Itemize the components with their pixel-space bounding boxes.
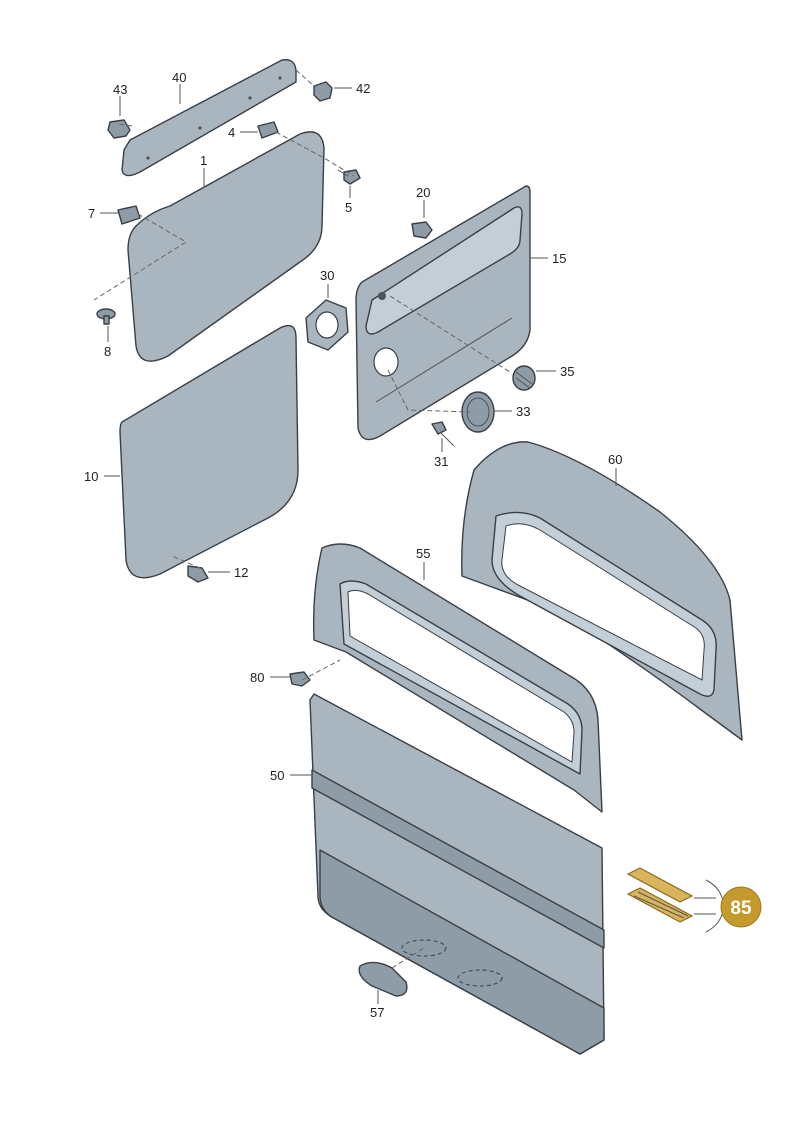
callout-30: 30 <box>320 268 334 283</box>
part-85-filter-set[interactable] <box>626 867 694 923</box>
part-80-clip[interactable] <box>289 671 311 687</box>
callout-42: 42 <box>356 81 370 96</box>
part-10-lower-panel[interactable] <box>119 324 299 579</box>
part-4-clip[interactable] <box>257 121 279 139</box>
part-57-grille[interactable] <box>358 961 408 997</box>
callout-57: 57 <box>370 1005 384 1020</box>
part-33-speaker-grille[interactable] <box>461 391 495 433</box>
callout-15: 15 <box>552 251 566 266</box>
part-15-door-trim[interactable] <box>355 185 531 441</box>
callout-labels: 43 40 42 4 1 5 7 20 15 30 8 35 33 31 10 … <box>84 70 622 1020</box>
callout-80: 80 <box>250 670 264 685</box>
callout-4: 4 <box>228 125 235 140</box>
callout-55: 55 <box>416 546 430 561</box>
callout-10: 10 <box>84 469 98 484</box>
callout-12: 12 <box>234 565 248 580</box>
callout-33: 33 <box>516 404 530 419</box>
callout-20: 20 <box>416 185 430 200</box>
part-20-clip[interactable] <box>411 221 433 239</box>
callout-8: 8 <box>104 344 111 359</box>
part-7-clip[interactable] <box>117 205 141 225</box>
callout-85-badge[interactable]: 85 <box>720 886 762 928</box>
part-42-clip[interactable] <box>313 81 333 102</box>
part-5-screw[interactable] <box>337 169 361 185</box>
callout-40: 40 <box>172 70 186 85</box>
callout-31: 31 <box>434 454 448 469</box>
part-8-pin[interactable] <box>96 308 116 325</box>
part-35-grille[interactable] <box>512 365 536 391</box>
part-30-gasket[interactable] <box>305 299 349 351</box>
part-40-trim-strip[interactable] <box>121 59 297 177</box>
part-43-clip[interactable] <box>107 119 131 139</box>
assembly-dash-lines <box>93 69 511 969</box>
callout-35: 35 <box>560 364 574 379</box>
callout-60: 60 <box>608 452 622 467</box>
part-31-screw[interactable] <box>431 421 455 447</box>
callout-1: 1 <box>200 153 207 168</box>
part-1-upper-panel[interactable] <box>127 131 325 362</box>
part-12-clip[interactable] <box>187 565 209 583</box>
callout-85: 85 <box>730 898 752 919</box>
part-55-window-frame[interactable] <box>312 543 603 813</box>
part-50-lower-panel[interactable] <box>309 693 605 1131</box>
part-60-window-frame[interactable] <box>461 441 743 741</box>
callout-43: 43 <box>113 82 127 97</box>
callout-50: 50 <box>270 768 284 783</box>
callout-7: 7 <box>88 206 95 221</box>
callout-5: 5 <box>345 200 352 215</box>
